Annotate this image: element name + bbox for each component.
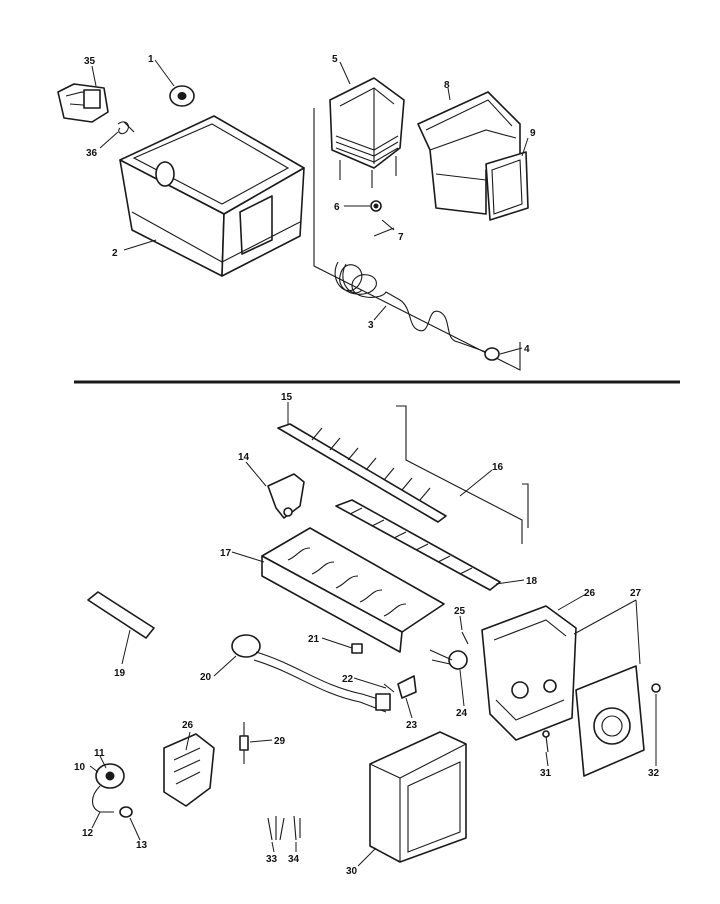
part-18-stripper bbox=[335, 499, 501, 591]
part-6-nut bbox=[370, 200, 382, 212]
part-1-knob bbox=[169, 85, 195, 107]
callout-27: 27 bbox=[630, 588, 642, 599]
part-15-ejector bbox=[277, 423, 447, 523]
part-31-screw bbox=[542, 730, 550, 753]
callout-22: 22 bbox=[342, 674, 354, 685]
callout-36: 36 bbox=[86, 148, 98, 159]
part-5-housing bbox=[329, 77, 405, 188]
part-26-module-housing bbox=[481, 605, 577, 741]
callout-6: 6 bbox=[334, 202, 340, 213]
part-14-bracket bbox=[267, 473, 305, 519]
callout-10: 10 bbox=[74, 762, 86, 773]
callout-8: 8 bbox=[444, 80, 450, 91]
part-22-screw bbox=[383, 683, 395, 693]
callout-24: 24 bbox=[456, 708, 468, 719]
callout-30: 30 bbox=[346, 866, 358, 877]
callout-15: 15 bbox=[281, 392, 293, 403]
callout-20: 20 bbox=[200, 672, 212, 683]
part-32-screw bbox=[651, 683, 661, 693]
part-13-cap bbox=[119, 806, 133, 818]
part-29-fuse bbox=[239, 722, 249, 764]
callout-5: 5 bbox=[332, 54, 338, 65]
callout-35: 35 bbox=[84, 56, 96, 67]
part-36-clip bbox=[117, 121, 135, 135]
callout-labels: 35 36 1 2 5 6 7 8 9 3 4 15 16 14 17 18 1… bbox=[74, 54, 660, 877]
callout-29: 29 bbox=[274, 736, 286, 747]
callout-25: 25 bbox=[454, 606, 466, 617]
part-35-switch bbox=[57, 83, 109, 123]
part-3-heater-coil bbox=[334, 261, 487, 353]
callout-23: 23 bbox=[406, 720, 418, 731]
callout-26: 26 bbox=[584, 588, 596, 599]
callout-26b: 26 bbox=[182, 720, 194, 731]
part-19-fill-tube bbox=[87, 591, 155, 639]
callout-33: 33 bbox=[266, 854, 278, 865]
part-17-mold bbox=[261, 527, 445, 653]
callout-16: 16 bbox=[492, 462, 504, 473]
callout-2: 2 bbox=[112, 248, 118, 259]
callout-17: 17 bbox=[220, 548, 232, 559]
callout-12: 12 bbox=[82, 828, 94, 839]
callout-19: 19 bbox=[114, 668, 126, 679]
callout-21: 21 bbox=[308, 634, 320, 645]
callout-34: 34 bbox=[288, 854, 300, 865]
part-27-motor-plate bbox=[575, 665, 645, 777]
part-16-shutoff-arm bbox=[396, 405, 529, 544]
part-23-bracket bbox=[397, 675, 417, 699]
callout-32: 32 bbox=[648, 768, 660, 779]
part-25-screw bbox=[461, 631, 469, 645]
part-9-flap bbox=[485, 151, 529, 221]
callout-11: 11 bbox=[94, 748, 105, 759]
callout-13: 13 bbox=[136, 840, 148, 851]
callout-7: 7 bbox=[398, 232, 404, 243]
leader-lines bbox=[89, 59, 657, 867]
part-28-switch-assembly bbox=[163, 733, 215, 807]
part-30-front-cover bbox=[369, 731, 467, 863]
part-24-thermostat bbox=[429, 649, 468, 670]
callout-9: 9 bbox=[530, 128, 536, 139]
part-33-34-screws bbox=[267, 815, 301, 841]
callout-3: 3 bbox=[368, 320, 374, 331]
part-21-clip bbox=[351, 643, 363, 654]
part-4-connector bbox=[484, 347, 500, 361]
callout-4: 4 bbox=[524, 344, 530, 355]
callout-1: 1 bbox=[148, 54, 154, 65]
callout-31: 31 bbox=[540, 768, 552, 779]
part-20-harness bbox=[231, 634, 391, 713]
callout-18: 18 bbox=[526, 576, 538, 587]
callout-14: 14 bbox=[238, 452, 250, 463]
part-2-ice-bucket bbox=[119, 115, 305, 277]
